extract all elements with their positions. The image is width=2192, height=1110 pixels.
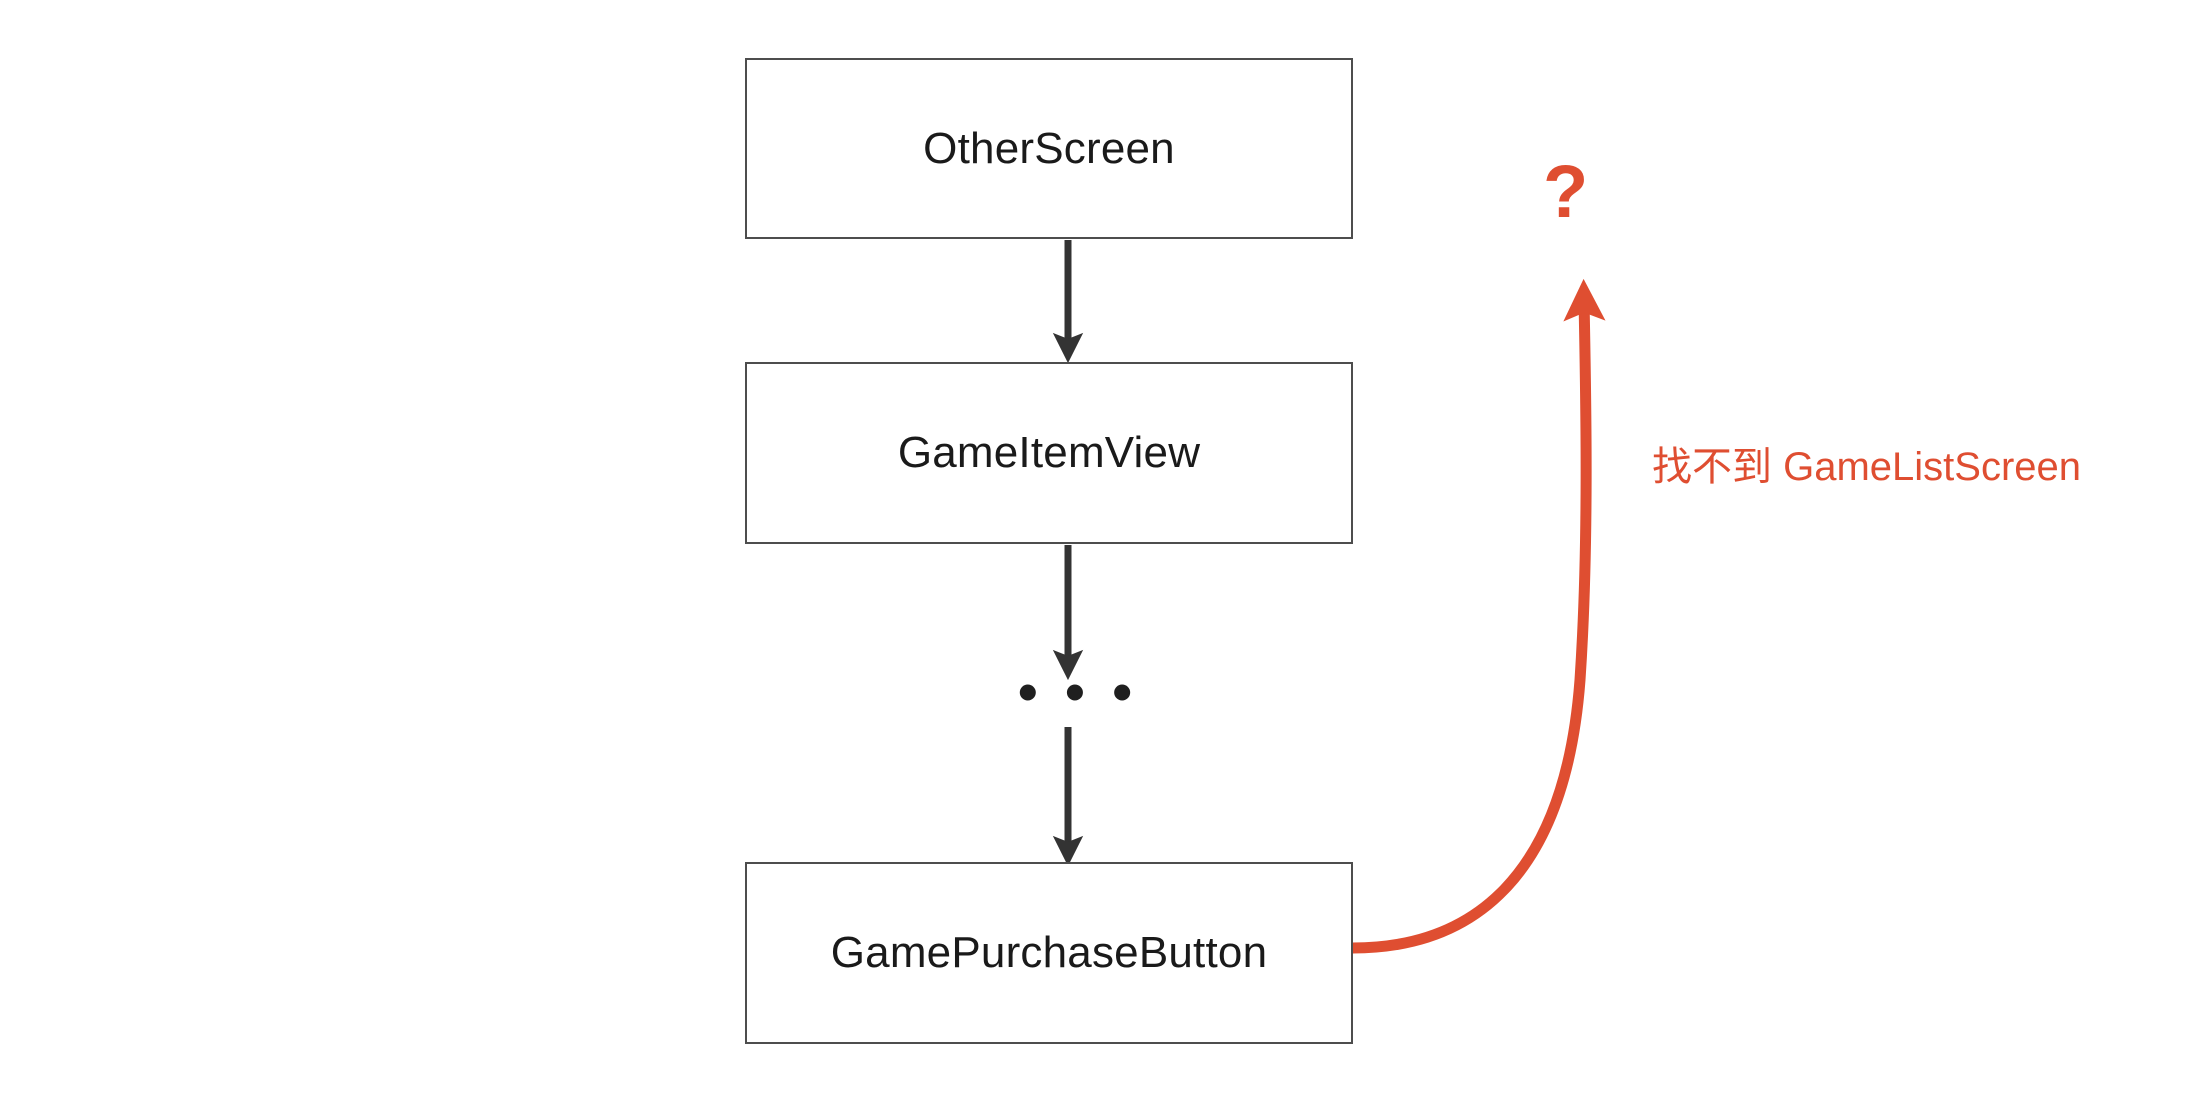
node-label-game-purchase-button: GamePurchaseButton bbox=[830, 928, 1268, 977]
node-label-game-item-view: GameItemView bbox=[897, 428, 1201, 477]
node-game-item-view[interactable]: GameItemView bbox=[745, 362, 1353, 544]
node-label-other-screen: OtherScreen bbox=[923, 123, 1175, 173]
ellipsis-indicator: • • • bbox=[1018, 660, 1138, 723]
annotation-not-found-label: 找不到 GameListScreen bbox=[1652, 445, 2082, 489]
node-game-purchase-button[interactable]: GamePurchaseButton bbox=[745, 862, 1353, 1044]
node-other-screen[interactable]: OtherScreen bbox=[745, 58, 1353, 239]
question-mark-icon: ? bbox=[1543, 150, 1589, 233]
edge-unresolved-game-list-screen bbox=[1347, 278, 1606, 954]
